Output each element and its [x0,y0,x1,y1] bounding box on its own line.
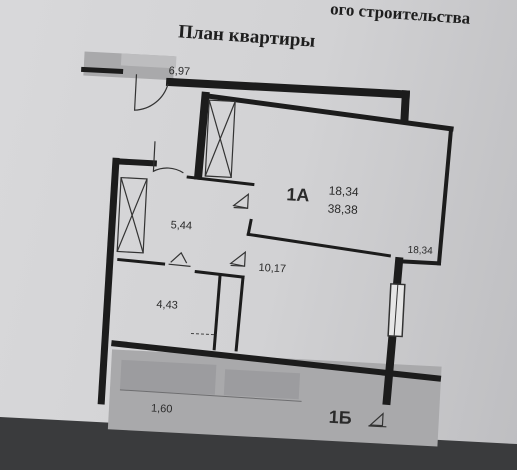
apartment-1b-label: 1Б [328,407,352,428]
apartment-1a-total-area: 38,38 [327,201,358,217]
vent-shafts [116,99,236,254]
living-room-area: 18,34 [407,245,433,257]
top-area-label: 6,97 [168,65,190,78]
apartment-1b-partial-area: 1,60 [151,402,173,415]
apartment-1a-label: 1А [286,184,310,205]
corridor-area: 10,17 [258,262,286,275]
window-mullion [393,284,399,337]
door-swings [133,74,184,174]
top-balcony-window [120,53,177,69]
fixture-symbols [168,193,387,428]
apartment-1a-living-area: 18,34 [328,183,359,199]
bath-area: 4,43 [156,299,178,312]
counter-edge [119,389,302,402]
hall-area: 5,44 [170,219,192,232]
dashed-guide [190,332,217,336]
kitchen-counter-right [223,369,301,400]
kitchen-counter-left [119,359,217,395]
